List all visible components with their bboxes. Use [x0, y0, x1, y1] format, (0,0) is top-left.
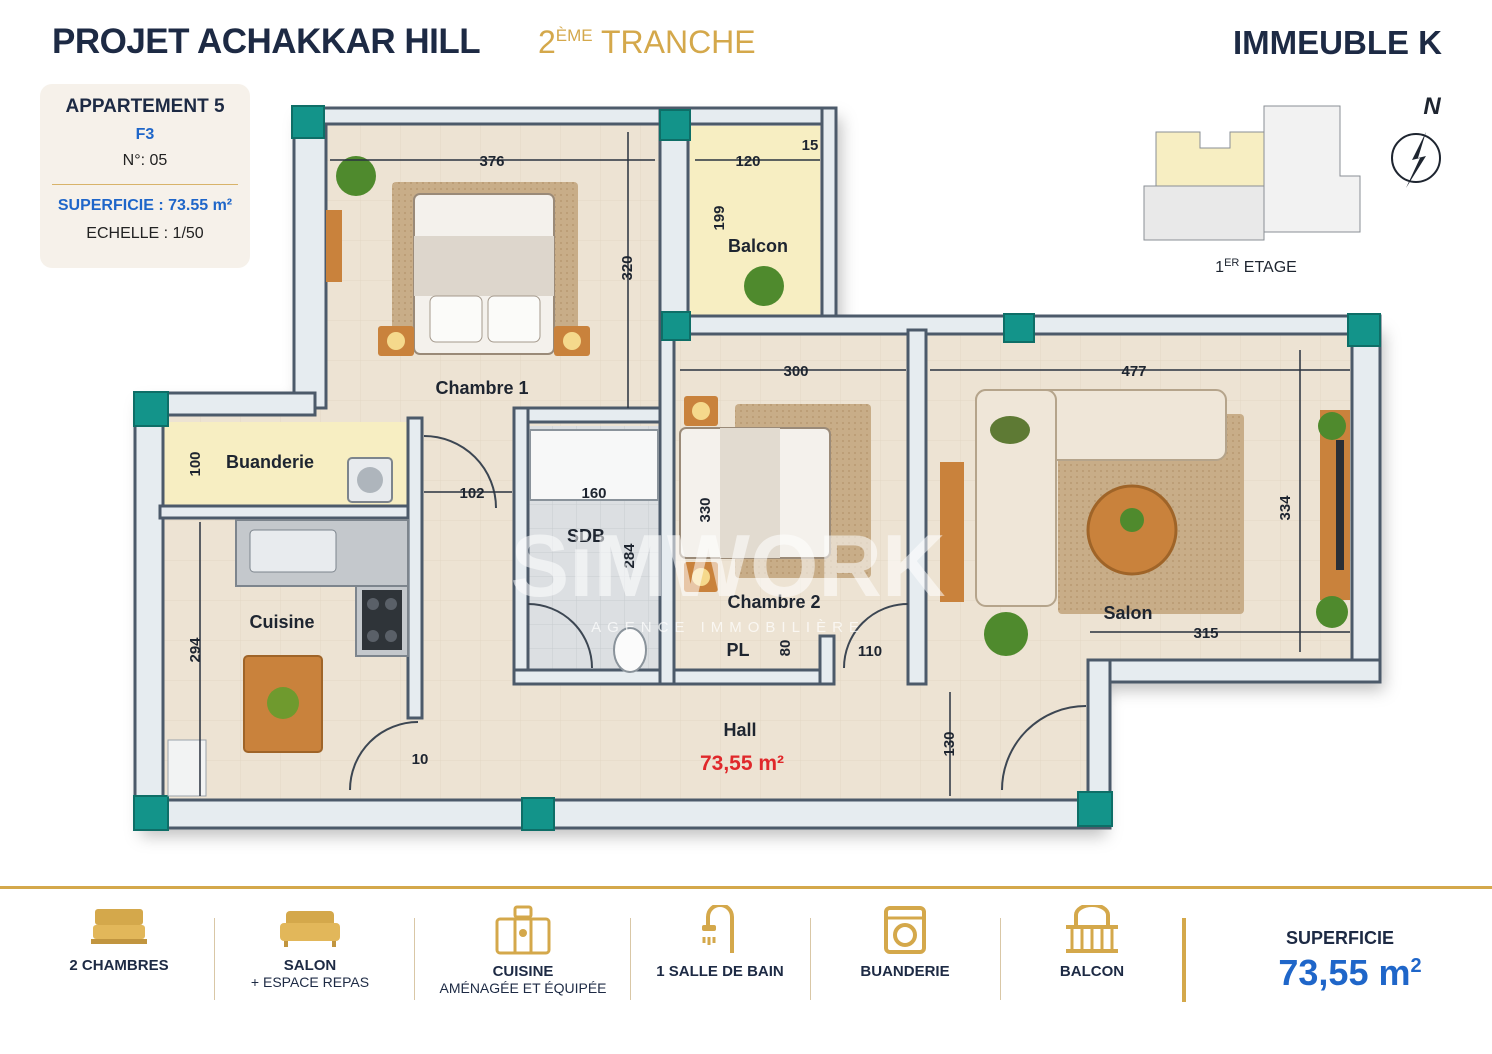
shower-icon	[702, 905, 734, 953]
kitchen-icon	[495, 905, 551, 955]
feature-bedrooms: 2 CHAMBRES	[54, 905, 184, 974]
kitchen-counter	[235, 519, 409, 657]
card-divider	[52, 184, 238, 185]
dim-300: 300	[783, 363, 808, 380]
dim-100: 100	[187, 451, 204, 476]
hall-area: 73,55 m²	[700, 752, 784, 775]
shower	[529, 429, 659, 501]
label-pl: PL	[726, 640, 749, 660]
compass-icon	[1391, 132, 1441, 188]
dim-199: 199	[711, 205, 728, 230]
dim-330: 330	[697, 497, 714, 522]
footer-divider	[0, 886, 1492, 889]
feature-separator	[1000, 918, 1001, 1000]
label-hall: Hall	[723, 720, 756, 740]
label-buanderie: Buanderie	[226, 452, 314, 472]
tranche-label: 2ÈME TRANCHE	[538, 24, 756, 60]
sofa-salon	[975, 389, 1227, 607]
dim-315: 315	[1193, 625, 1218, 642]
dim-320: 320	[619, 255, 636, 280]
dim-477: 477	[1121, 363, 1146, 380]
dim-15: 15	[802, 137, 819, 154]
dim-110: 110	[858, 643, 882, 660]
dim-334: 334	[1277, 495, 1294, 521]
tv-cabinet	[1320, 410, 1350, 600]
structural-columns	[133, 105, 1381, 831]
label-sdb: SDB	[567, 526, 605, 546]
bed-chambre1	[378, 193, 590, 356]
label-balcon: Balcon	[728, 236, 788, 256]
project-title: PROJET ACHAKKAR HILL	[52, 22, 481, 61]
bed-chambre2	[679, 396, 831, 592]
summary-separator	[1182, 918, 1186, 1002]
feature-salon: SALON + ESPACE REPAS	[240, 905, 380, 990]
washing-machine-icon	[884, 906, 926, 954]
feature-bathroom: 1 SALLE DE BAIN	[650, 905, 790, 980]
watermark-brand: SiMWORK	[510, 516, 945, 615]
dining-table	[243, 655, 323, 753]
plants	[336, 156, 1348, 656]
apartment-scale: ECHELLE : 1/50	[86, 225, 204, 242]
feature-balcony: BALCON	[1032, 905, 1152, 980]
washer-drum	[357, 467, 383, 493]
feature-separator	[810, 918, 811, 1000]
dim-102: 102	[459, 485, 484, 502]
feature-separator	[414, 918, 415, 1000]
floor-key-map	[1143, 105, 1361, 241]
building-label: IMMEUBLE K	[1233, 24, 1442, 61]
balcony-icon	[1066, 905, 1118, 953]
floor-key-label: 1ER ETAGE	[1215, 257, 1297, 276]
label-salon: Salon	[1103, 603, 1152, 623]
walls	[133, 106, 1382, 830]
wardrobe-chambre1	[326, 210, 342, 282]
dim-120: 120	[735, 153, 760, 170]
dim-160: 160	[581, 485, 606, 502]
floor-plan: Chambre 1 Balcon Buanderie SDB Chambre 2…	[133, 93, 1441, 831]
dim-376: 376	[479, 153, 504, 170]
compass-north: N	[1423, 93, 1441, 120]
feature-cuisine: CUISINE AMÉNAGÉE ET ÉQUIPÉE	[430, 905, 616, 996]
apartment-info-card: APPARTEMENT 5 F3 N°: 05 SUPERFICIE : 73.…	[40, 84, 250, 268]
tv-screen	[1336, 440, 1344, 570]
side-cabinet	[940, 462, 964, 602]
dim-10: 10	[412, 751, 429, 768]
feature-separator	[214, 918, 215, 1000]
apartment-name: APPARTEMENT 5	[65, 96, 225, 117]
dimension-lines	[199, 132, 1350, 796]
dim-284: 284	[621, 543, 638, 569]
label-chambre2: Chambre 2	[727, 592, 820, 612]
apartment-number: N°: 05	[122, 152, 168, 169]
apartment-type: F3	[135, 126, 155, 143]
bed-icon	[91, 909, 147, 944]
label-cuisine: Cuisine	[249, 612, 314, 632]
summary-label: SUPERFICIE	[1285, 928, 1395, 948]
dim-80: 80	[777, 640, 794, 657]
doors	[349, 435, 1087, 791]
feature-laundry: BUANDERIE	[840, 905, 970, 980]
dim-294: 294	[187, 637, 204, 663]
watermark-tagline: AGENCE IMMOBILIÈRE	[591, 619, 865, 636]
summary-value: 73,55 m2	[1278, 952, 1422, 993]
sofa-icon	[280, 911, 340, 947]
label-chambre1: Chambre 1	[435, 378, 528, 398]
feature-separator	[630, 918, 631, 1000]
dim-130: 130	[941, 731, 958, 756]
toilet	[613, 627, 647, 673]
apartment-surface: SUPERFICIE : 73.55 m²	[57, 197, 233, 214]
